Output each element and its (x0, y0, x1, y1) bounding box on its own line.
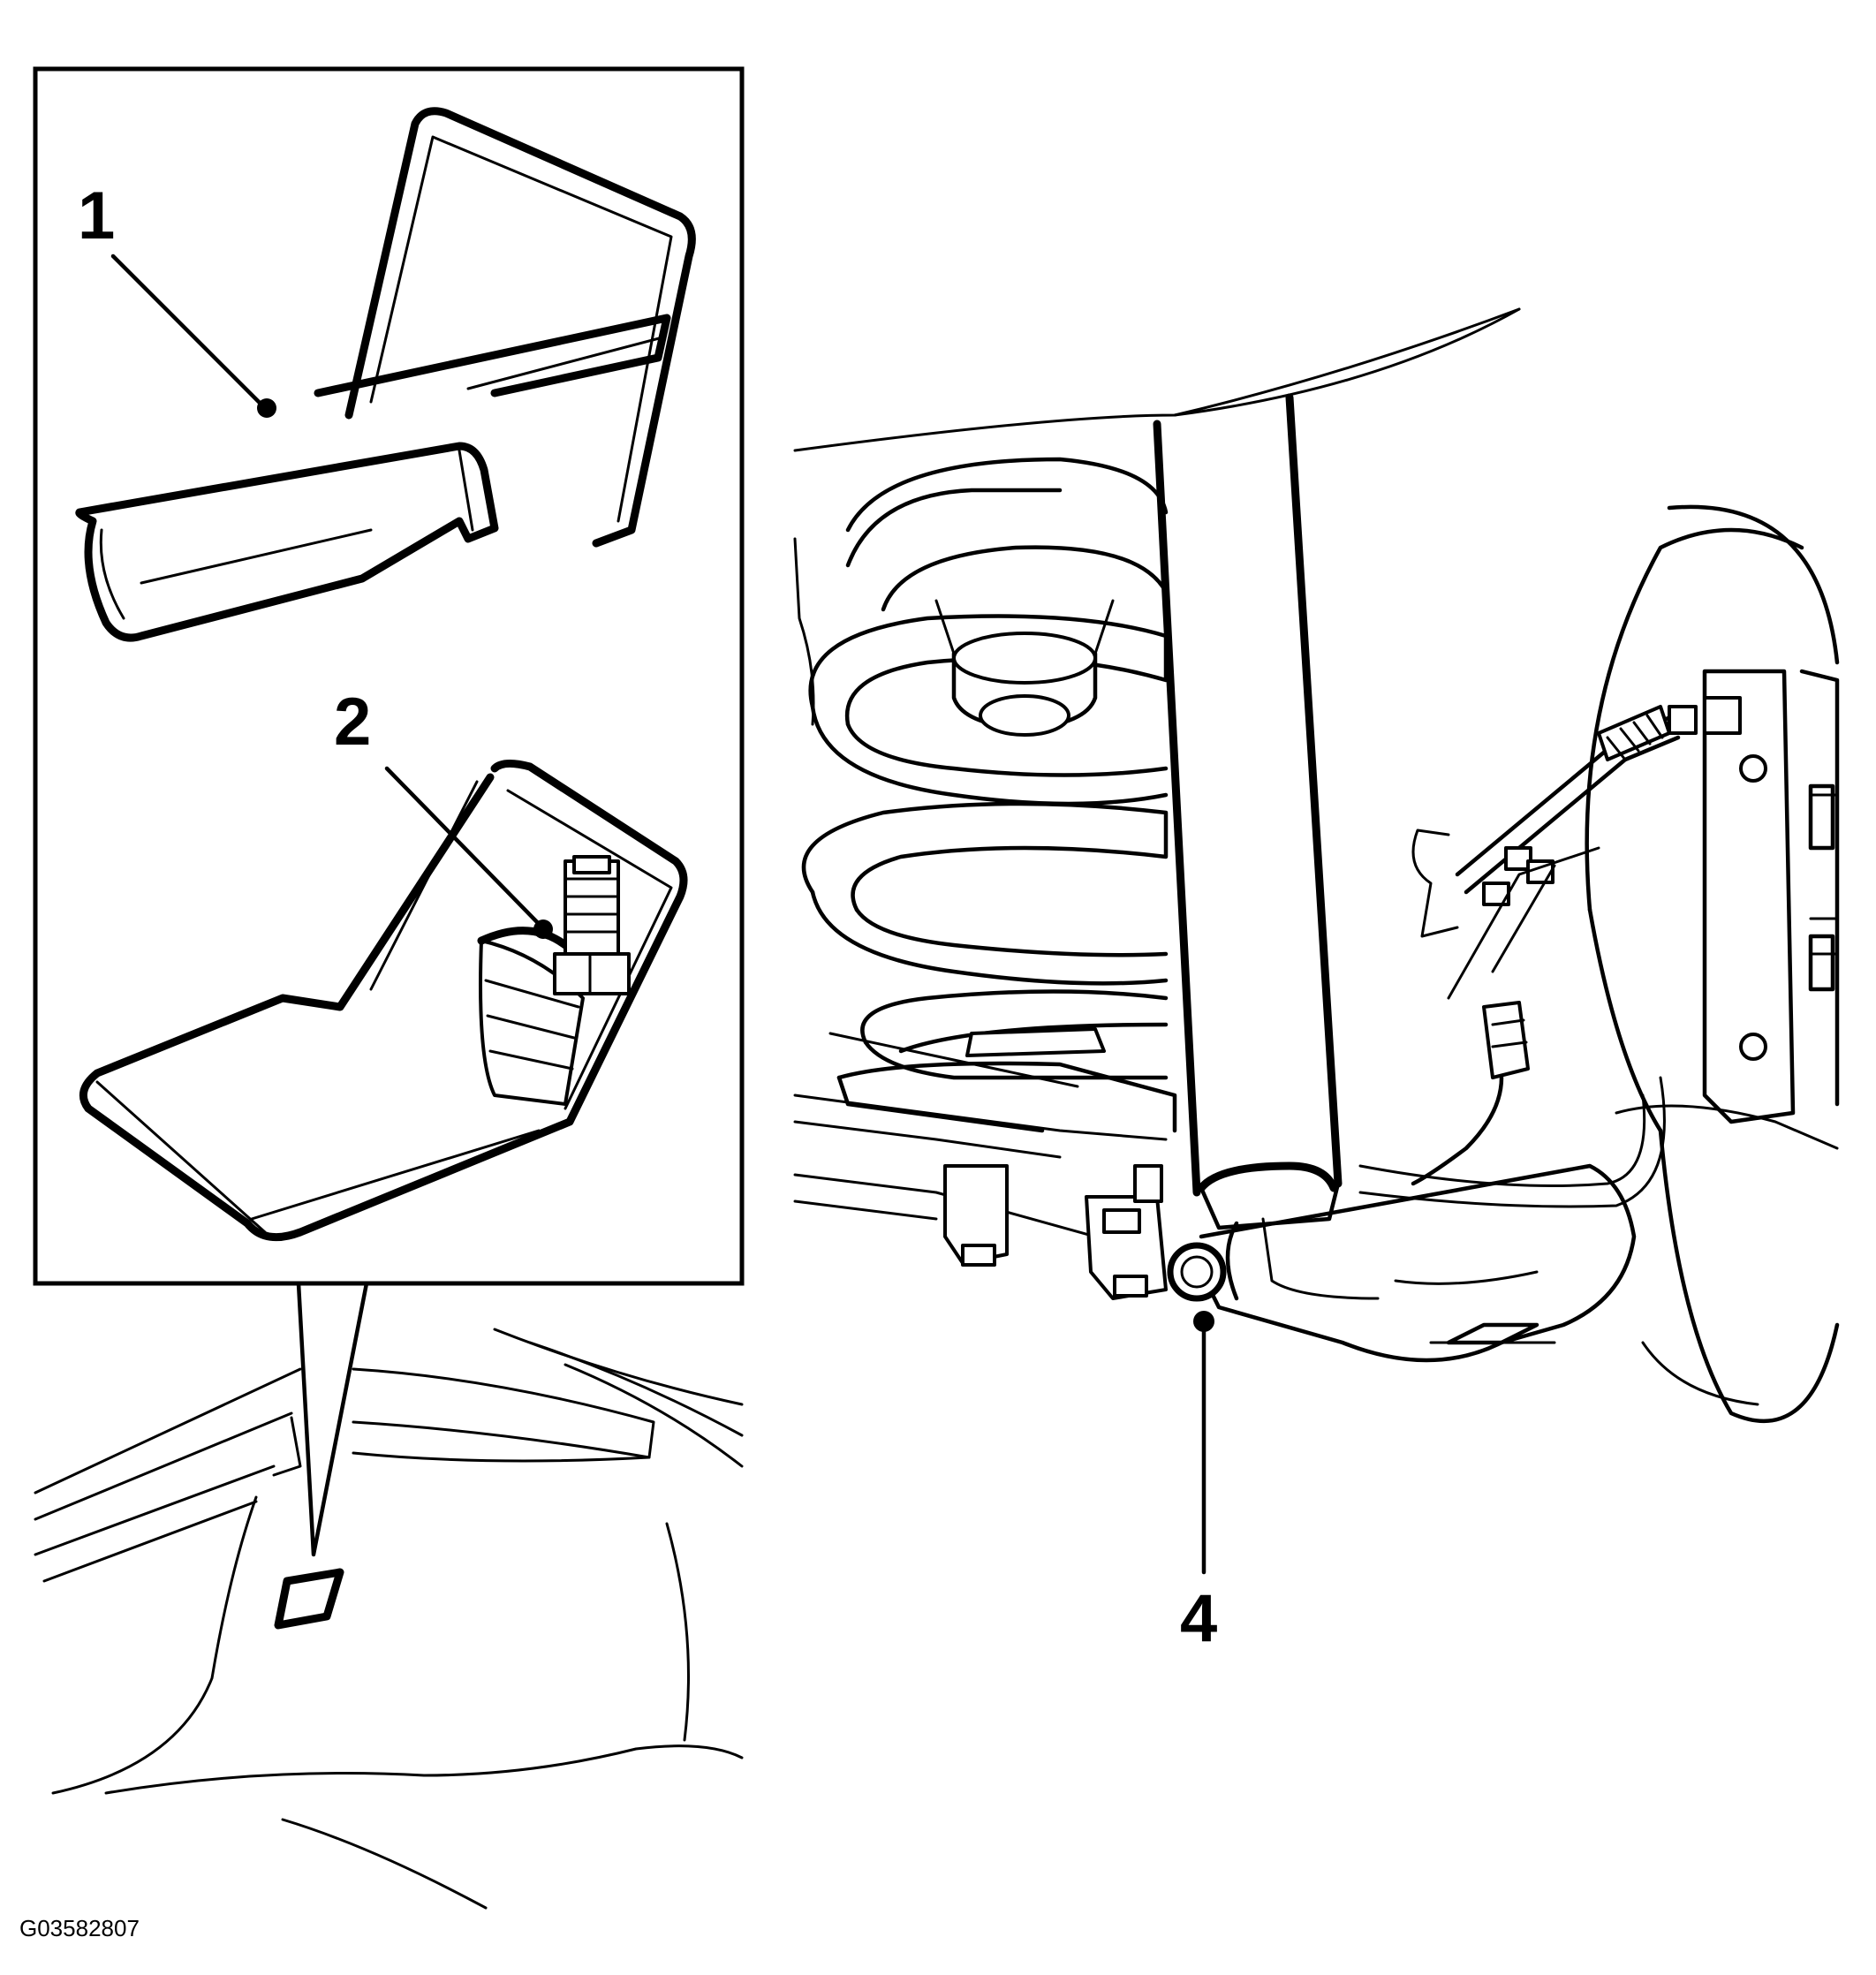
callout-2: 2 (334, 685, 553, 939)
inset-pointer (296, 1281, 369, 1557)
spring-bracket-stud (79, 760, 688, 1242)
pivot-bolt (1167, 1242, 1227, 1302)
inset-panel (33, 66, 745, 1286)
callout-1: 1 (78, 178, 276, 418)
parking-brake-cable (1411, 696, 1742, 1000)
spring-mount-bracket (943, 1164, 1168, 1300)
callout-1-label: 1 (78, 178, 115, 253)
callout-2-label: 2 (334, 685, 371, 760)
figure-id: G03582807 (19, 1915, 140, 1941)
callout-4: 4 (1180, 1311, 1217, 1656)
brake-backing-plate (1585, 504, 1840, 1424)
wheel-speed-sensor-harness (1358, 1001, 1666, 1208)
shock-absorber (1153, 393, 1343, 1230)
vehicle-underbody-view (34, 1328, 744, 1910)
coil-spring (801, 457, 1169, 1080)
spring-tool-handle (75, 107, 696, 642)
location-marker (274, 1568, 344, 1630)
trailing-arm (1199, 1163, 1637, 1363)
body-panel (793, 307, 1521, 452)
callout-4-label: 4 (1180, 1581, 1217, 1656)
frame-rails (793, 537, 1177, 1265)
